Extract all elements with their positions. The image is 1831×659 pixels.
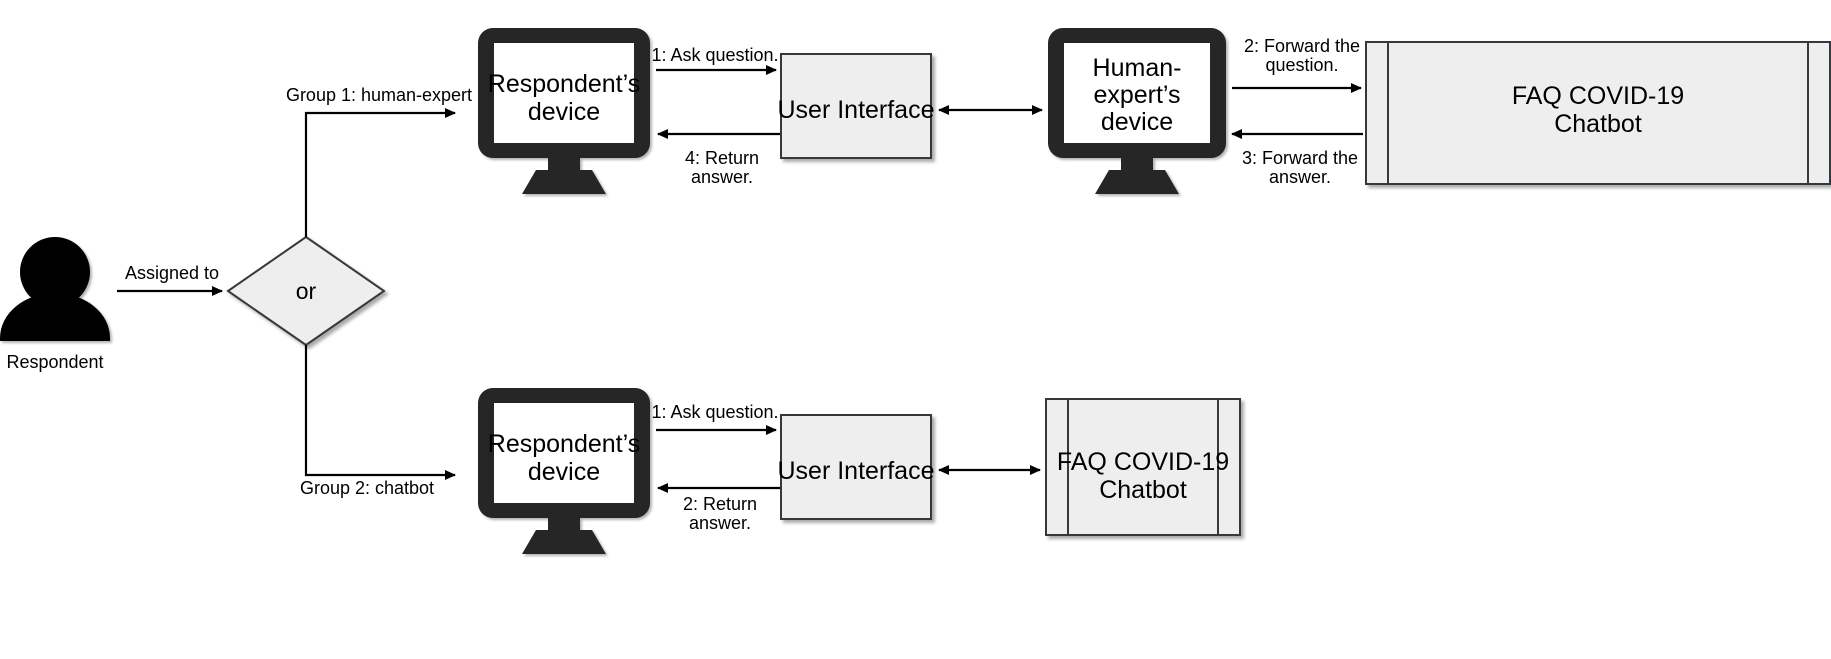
monitor-screen	[1064, 43, 1210, 143]
top-respondents-device-label-line2: device	[528, 98, 600, 126]
decision-or-label: or	[296, 278, 317, 304]
edge-forward-question-label-line1: 2: Forward the	[1244, 36, 1360, 56]
top-human-expert-device-label-line3: device	[1101, 108, 1173, 136]
edge-group1-label: Group 1: human-expert	[286, 85, 472, 105]
edge-assigned-to-label: Assigned to	[125, 263, 219, 283]
edge-forward-question-label-line2: question.	[1265, 55, 1338, 75]
decision-or[interactable]: or	[226, 235, 386, 347]
bottom-faq-chatbot-label-line1: FAQ COVID-19	[1057, 448, 1229, 476]
edge-group2[interactable]: Group 2: chatbot	[300, 345, 456, 498]
top-user-interface[interactable]: User Interface	[777, 53, 935, 159]
edge-bottom-return-answer[interactable]: 2: Return answer.	[657, 483, 780, 533]
edge-top-ask-question-label: 1: Ask question.	[651, 45, 778, 65]
top-faq-chatbot-label-line2: Chatbot	[1554, 110, 1642, 138]
edge-bottom-return-answer-label-line2: answer.	[689, 513, 751, 533]
top-human-expert-device-label-line2: expert’s	[1093, 81, 1180, 109]
edge-top-return-answer-label-line2: answer.	[691, 167, 753, 187]
bottom-respondents-device-label-line2: device	[528, 458, 600, 486]
monitor-screen	[494, 43, 634, 143]
bottom-faq-chatbot-label-line2: Chatbot	[1099, 476, 1187, 504]
edge-top-return-answer-label-line1: 4: Return	[685, 148, 759, 168]
bottom-faq-chatbot-box	[1045, 398, 1241, 536]
top-faq-chatbot[interactable]: FAQ COVID-19 Chatbot	[1365, 41, 1831, 185]
bottom-faq-chatbot[interactable]: FAQ COVID-19 Chatbot	[1045, 398, 1241, 536]
top-faq-chatbot-label-line1: FAQ COVID-19	[1512, 82, 1684, 110]
bottom-user-interface-box	[780, 414, 932, 520]
edge-bottom-return-answer-label-line1: 2: Return	[683, 494, 757, 514]
edge-forward-answer-label-line2: answer.	[1269, 167, 1331, 187]
edge-bottom-ask-question-label: 1: Ask question.	[651, 402, 778, 422]
edge-top-return-answer[interactable]: 4: Return answer.	[657, 129, 780, 187]
top-respondents-device-label-line1: Respondent’s	[488, 70, 640, 98]
bottom-respondents-device[interactable]: Respondent’s device	[478, 388, 650, 554]
bottom-user-interface[interactable]: User Interface	[777, 414, 935, 520]
top-human-expert-device[interactable]: Human- expert’s device	[1048, 28, 1226, 194]
actor-respondent-label: Respondent	[6, 352, 103, 372]
edge-top-ask-question[interactable]: 1: Ask question.	[651, 45, 779, 75]
monitor-base	[522, 530, 606, 554]
monitor-screen	[494, 403, 634, 503]
decision-or-shape	[226, 235, 386, 347]
actor-respondent[interactable]: Respondent	[0, 237, 110, 372]
edge-group1-line	[304, 108, 456, 237]
actor-body-icon	[0, 293, 110, 341]
top-user-interface-label: User Interface	[777, 96, 934, 124]
edge-forward-answer[interactable]: 3: Forward the answer.	[1231, 129, 1363, 187]
edge-assigned-to[interactable]: Assigned to	[117, 263, 223, 296]
edge-forward-question[interactable]: 2: Forward the question.	[1232, 36, 1362, 93]
bottom-user-interface-label: User Interface	[777, 457, 934, 485]
bottom-respondents-device-label-line1: Respondent’s	[488, 430, 640, 458]
top-human-expert-device-label-line1: Human-	[1093, 54, 1182, 82]
monitor-base	[522, 170, 606, 194]
edge-group2-label: Group 2: chatbot	[300, 478, 434, 498]
top-user-interface-box	[780, 53, 932, 159]
monitor-base	[1095, 170, 1179, 194]
actor-head-icon	[20, 237, 90, 307]
edge-bottom-ask-question[interactable]: 1: Ask question.	[651, 402, 779, 435]
top-respondents-device[interactable]: Respondent’s device	[478, 28, 650, 194]
edge-group2-line	[304, 345, 456, 480]
edge-group1[interactable]: Group 1: human-expert	[286, 85, 472, 237]
edge-forward-answer-label-line1: 3: Forward the	[1242, 148, 1358, 168]
top-faq-chatbot-box	[1365, 41, 1831, 185]
